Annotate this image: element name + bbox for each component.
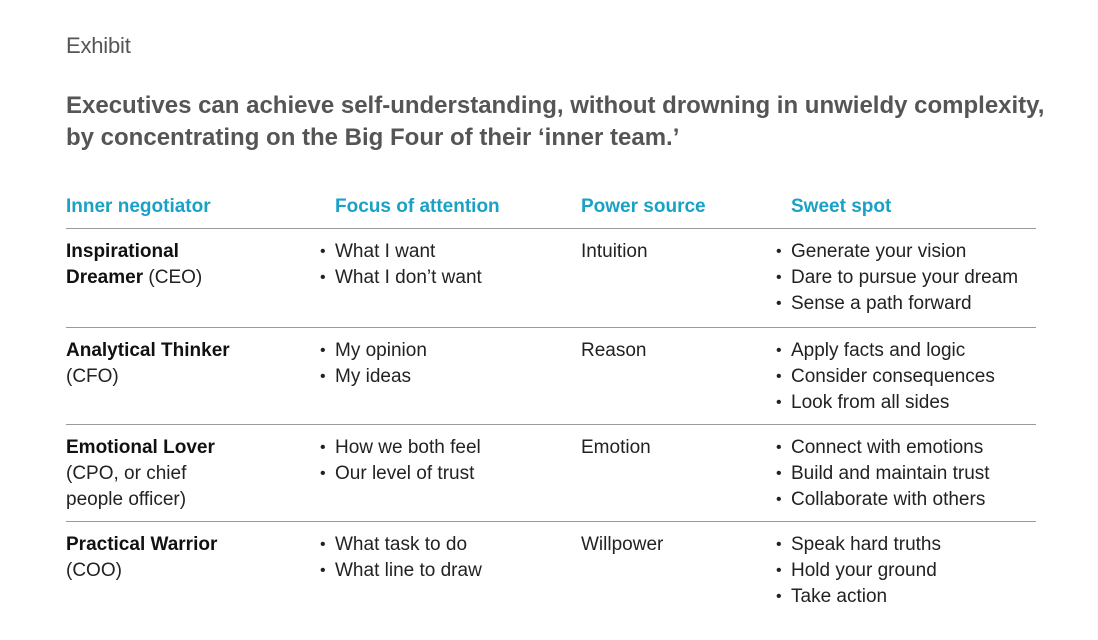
- focus-list: What task to do What line to draw: [318, 532, 558, 584]
- list-item: How we both feel: [318, 435, 558, 461]
- sweet-spot-list: Connect with emotions Build and maintain…: [774, 435, 1044, 513]
- list-item: My ideas: [318, 364, 558, 390]
- list-item: Our level of trust: [318, 461, 558, 487]
- list-item: What I want: [318, 239, 558, 265]
- list-item: Generate your vision: [774, 239, 1044, 265]
- list-item: What I don’t want: [318, 265, 558, 291]
- table-row: Analytical Thinker (CFO) My opinion My i…: [66, 328, 1036, 425]
- list-item: Speak hard truths: [774, 532, 1044, 558]
- negotiator-role: (CPO, or chief people officer): [66, 463, 187, 510]
- list-item: Connect with emotions: [774, 435, 1044, 461]
- negotiator-cell: Analytical Thinker (CFO): [66, 338, 266, 390]
- list-item: Take action: [774, 584, 1044, 610]
- negotiator-cell: Practical Warrior (COO): [66, 532, 266, 584]
- list-item: Consider consequences: [774, 364, 1044, 390]
- list-item: Collaborate with others: [774, 487, 1044, 513]
- list-item: Build and maintain trust: [774, 461, 1044, 487]
- negotiator-name: Inspirational Dreamer: [66, 241, 179, 288]
- sweet-spot-list: Apply facts and logic Consider consequen…: [774, 338, 1044, 416]
- negotiator-role: (CFO): [66, 366, 119, 387]
- list-item: Look from all sides: [774, 390, 1044, 416]
- inner-team-table: Inner negotiator Focus of attention Powe…: [66, 196, 1036, 612]
- list-item: Sense a path forward: [774, 291, 1044, 317]
- column-header-power-source: Power source: [581, 196, 706, 217]
- sweet-spot-list: Generate your vision Dare to pursue your…: [774, 239, 1044, 317]
- power-source-cell: Emotion: [581, 437, 651, 458]
- column-header-focus-of-attention: Focus of attention: [335, 196, 500, 217]
- headline: Executives can achieve self-understandin…: [66, 92, 1045, 151]
- table-row: Emotional Lover (CPO, or chief people of…: [66, 425, 1036, 522]
- list-item: Hold your ground: [774, 558, 1044, 584]
- power-source-cell: Intuition: [581, 241, 648, 262]
- negotiator-cell: Emotional Lover (CPO, or chief people of…: [66, 435, 236, 513]
- power-source-cell: Reason: [581, 340, 647, 361]
- power-source-cell: Willpower: [581, 534, 664, 555]
- table-header: Inner negotiator Focus of attention Powe…: [66, 196, 1036, 229]
- list-item: Dare to pursue your dream: [774, 265, 1044, 291]
- negotiator-name: Emotional Lover: [66, 437, 215, 458]
- table-row: Inspirational Dreamer (CEO) What I want …: [66, 229, 1036, 328]
- table-row: Practical Warrior (COO) What task to do …: [66, 522, 1036, 612]
- list-item: What line to draw: [318, 558, 558, 584]
- column-header-sweet-spot: Sweet spot: [791, 196, 892, 217]
- focus-list: What I want What I don’t want: [318, 239, 558, 291]
- negotiator-name: Practical Warrior: [66, 534, 218, 555]
- negotiator-role: (CEO): [148, 267, 203, 288]
- negotiator-role: (COO): [66, 560, 122, 581]
- sweet-spot-list: Speak hard truths Hold your ground Take …: [774, 532, 1044, 610]
- negotiator-cell: Inspirational Dreamer (CEO): [66, 239, 236, 291]
- focus-list: My opinion My ideas: [318, 338, 558, 390]
- list-item: Apply facts and logic: [774, 338, 1044, 364]
- exhibit-label: Exhibit: [66, 33, 131, 58]
- column-header-inner-negotiator: Inner negotiator: [66, 196, 211, 217]
- list-item: What task to do: [318, 532, 558, 558]
- list-item: My opinion: [318, 338, 558, 364]
- negotiator-name: Analytical Thinker: [66, 340, 230, 361]
- focus-list: How we both feel Our level of trust: [318, 435, 558, 487]
